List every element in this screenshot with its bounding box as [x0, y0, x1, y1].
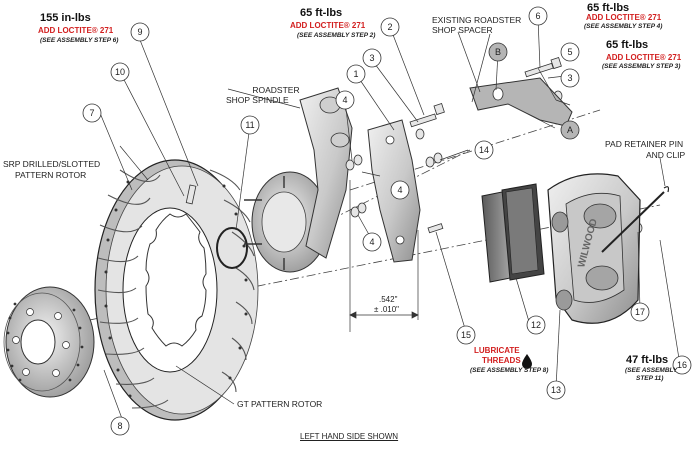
- callout-1: 1: [346, 64, 366, 84]
- svg-text:17: 17: [635, 307, 645, 317]
- callout-8: 8: [110, 416, 130, 436]
- callout-17: 17: [630, 302, 650, 322]
- dimension-value: .542": [379, 295, 398, 304]
- svg-text:16: 16: [677, 360, 687, 370]
- callout-B: B: [488, 42, 508, 62]
- callout-bubbles: 9 10 7 11 8 1 2 3 4 4 4 6 5 3 B A 14 15 …: [82, 6, 692, 436]
- note-6-torque: 65 ft-lbs: [587, 2, 630, 14]
- note-9-loctite: ADD LOCTITE® 271: [38, 26, 114, 35]
- brake-rotor: [94, 159, 259, 421]
- svg-text:2: 2: [387, 22, 392, 32]
- note-16-see-line1: (SEE ASSEMBLY: [625, 367, 678, 374]
- svg-text:B: B: [495, 47, 501, 57]
- svg-text:8: 8: [117, 421, 122, 431]
- note-16-torque: 47 ft-lbs: [626, 354, 669, 366]
- callout-3b: 3: [560, 68, 580, 88]
- spindle: [244, 87, 353, 273]
- svg-text:4: 4: [397, 185, 402, 195]
- svg-text:7: 7: [89, 108, 94, 118]
- note-15-see: (SEE ASSEMBLY STEP 8): [470, 367, 549, 374]
- callout-15: 15: [456, 325, 476, 345]
- callout-13: 13: [546, 380, 566, 400]
- note-6-see: (SEE ASSEMBLY STEP 4): [584, 23, 663, 30]
- callout-7: 7: [82, 103, 102, 123]
- oil-drop-icon: [522, 354, 532, 369]
- label-srp-line1: SRP DRILLED/SLOTTED: [3, 159, 101, 169]
- callout-16: 16: [672, 355, 692, 375]
- existing-spacer: [469, 77, 573, 127]
- bolts-and-washers: [185, 57, 643, 234]
- callout-4a: 4: [335, 90, 355, 110]
- callout-9: 9: [130, 22, 150, 42]
- note-9-see: (SEE ASSEMBLY STEP 6): [40, 37, 119, 44]
- label-pin-line2: AND CLIP: [646, 150, 686, 160]
- callout-5: 5: [560, 42, 580, 62]
- leader-lines: [99, 17, 681, 425]
- note-15-lubricate: LUBRICATE: [474, 346, 520, 355]
- svg-text:6: 6: [535, 11, 540, 21]
- label-pin-line1: PAD RETAINER PIN: [605, 139, 684, 149]
- svg-text:4: 4: [342, 95, 347, 105]
- svg-text:14: 14: [479, 145, 489, 155]
- pad-retainer-pin: [601, 186, 670, 253]
- svg-text:A: A: [567, 125, 573, 135]
- note-5-torque: 65 ft-lbs: [606, 39, 649, 51]
- svg-text:15: 15: [461, 330, 471, 340]
- callout-10: 10: [110, 62, 130, 82]
- note-16-see-line2: STEP 11): [636, 375, 664, 382]
- note-9-torque: 155 in-lbs: [40, 12, 91, 24]
- note-2-loctite: ADD LOCTITE® 271: [290, 21, 366, 30]
- svg-text:3: 3: [567, 73, 572, 83]
- label-spindle-line1: ROADSTER: [252, 85, 300, 95]
- callout-11: 11: [240, 115, 260, 135]
- callout-12: 12: [526, 315, 546, 335]
- svg-text:11: 11: [245, 120, 254, 130]
- note-2-see: (SEE ASSEMBLY STEP 2): [297, 32, 376, 39]
- label-spacer-line2: SHOP SPACER: [432, 25, 493, 35]
- svg-text:3: 3: [369, 53, 374, 63]
- note-5-loctite: ADD LOCTITE® 271: [606, 53, 682, 62]
- callout-4c: 4: [362, 232, 382, 252]
- note-15-threads: THREADS: [482, 356, 521, 365]
- label-srp-line2: PATTERN ROTOR: [15, 170, 87, 180]
- note-6-loctite: ADD LOCTITE® 271: [586, 13, 662, 22]
- svg-text:13: 13: [551, 385, 561, 395]
- callout-A: A: [560, 120, 580, 140]
- label-gt-rotor: GT PATTERN ROTOR: [237, 399, 323, 409]
- svg-text:9: 9: [137, 27, 142, 37]
- svg-text:12: 12: [531, 320, 541, 330]
- caliper: WILWOOD: [547, 173, 641, 324]
- callout-14: 14: [474, 140, 494, 160]
- svg-text:10: 10: [115, 67, 125, 77]
- svg-text:1: 1: [353, 69, 358, 79]
- callout-4b: 4: [390, 180, 410, 200]
- svg-text:4: 4: [369, 237, 374, 247]
- callout-3a: 3: [362, 48, 382, 68]
- brake-pads: [481, 183, 545, 283]
- callout-6: 6: [528, 6, 548, 26]
- note-5-see: (SEE ASSEMBLY STEP 3): [602, 63, 681, 70]
- svg-text:5: 5: [567, 47, 572, 57]
- label-spacer-line1: EXISTING ROADSTER: [432, 15, 522, 25]
- rotor-hat: [3, 286, 95, 398]
- dimension-tolerance: ± .010": [374, 305, 400, 314]
- footer-caption: LEFT HAND SIDE SHOWN: [300, 432, 399, 441]
- dimension-marks: [349, 180, 419, 332]
- note-2-torque: 65 ft-lbs: [300, 7, 343, 19]
- callout-2: 2: [380, 17, 400, 37]
- o-ring: [216, 227, 248, 269]
- label-spindle-line2: SHOP SPINDLE: [226, 95, 289, 105]
